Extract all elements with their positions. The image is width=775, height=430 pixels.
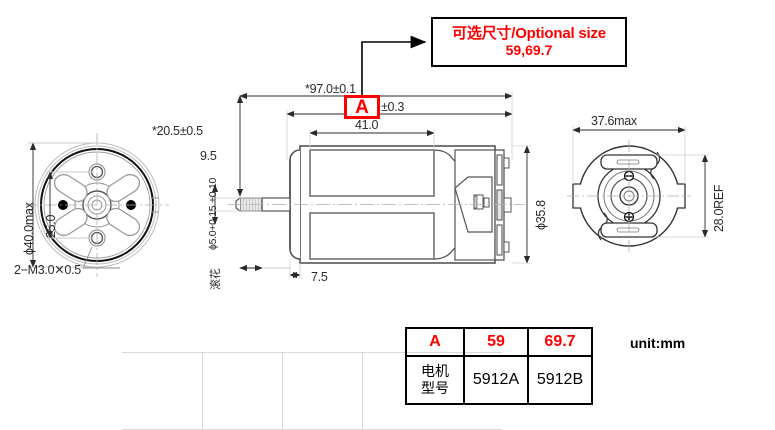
dim-label-left-diameter: ϕ40.0max xyxy=(22,202,36,255)
table-header-a: A xyxy=(405,327,465,357)
left-view-rear-face xyxy=(25,133,169,277)
unit-label: unit:mm xyxy=(630,335,686,351)
dim-label-right-height: 28.0REF xyxy=(712,184,726,232)
model-spec-table: A 59 69.7 电机 型号 5912A 5912B xyxy=(405,327,593,405)
right-view-dimension-lines xyxy=(572,126,709,238)
table-row: 电机 型号 5912A 5912B xyxy=(405,355,593,405)
table-cell-model-5912a: 5912A xyxy=(463,355,529,405)
table-header-row: A 59 69.7 xyxy=(405,327,593,357)
dim-label-thread-note: 2−M3.0✕0.5 xyxy=(14,263,81,277)
dim-label-shaft-step: 9.5 xyxy=(200,149,217,163)
dim-label-body-length: 41.0 xyxy=(355,118,379,132)
dim-label-knurl-note: 滚花 xyxy=(210,268,222,290)
front-view-motor-body xyxy=(228,145,525,264)
dim-label-shaft-length: *20.5±0.5 xyxy=(152,124,203,138)
table-row-label: 电机 型号 xyxy=(405,355,465,405)
dim-label-body-tolerance: ±0.3 xyxy=(381,100,405,114)
dim-label-overall-length: *97.0±0.1 xyxy=(305,82,356,96)
dim-label-shaft-diameter: ϕ5.0+0.15 +0.10 xyxy=(207,177,219,250)
dim-label-body-diameter: ϕ35.8 xyxy=(534,200,548,230)
dim-label-end-gap: 7.5 xyxy=(311,270,328,284)
table-header-697: 69.7 xyxy=(527,327,593,357)
optional-size-marker-a[interactable]: A xyxy=(344,95,380,119)
callout-leader-line xyxy=(361,35,427,100)
dim-label-right-width: 37.6max xyxy=(591,114,637,128)
dim-label-left-bolt-span: 25.0 xyxy=(44,214,58,238)
dim-left-diameter xyxy=(28,142,100,268)
dim-left-bolt-span xyxy=(46,171,92,239)
marker-a-label: A xyxy=(355,96,369,118)
right-view-front-face xyxy=(567,140,691,252)
front-view-dimension-lines xyxy=(208,92,531,279)
callout-line-1: 可选尺寸/Optional size xyxy=(452,25,606,42)
optional-size-callout[interactable]: 可选尺寸/Optional size 59,69.7 xyxy=(431,17,627,67)
table-row-label-line1: 电机 xyxy=(421,363,449,379)
callout-line-2: 59,69.7 xyxy=(505,42,553,58)
table-cell-model-5912b: 5912B xyxy=(527,355,593,405)
table-header-59: 59 xyxy=(463,327,529,357)
table-row-label-line2: 型号 xyxy=(421,380,449,396)
